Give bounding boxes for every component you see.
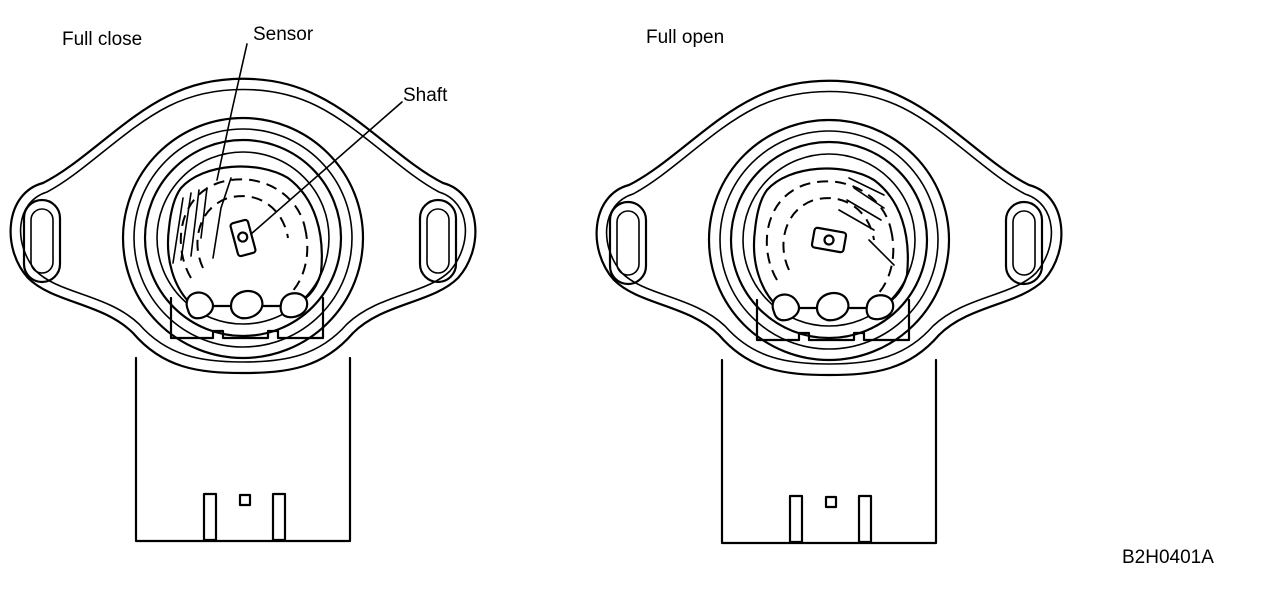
shaft-full-close [229, 218, 257, 258]
shaft-full-open [810, 226, 848, 254]
sensor-leader-line [216, 43, 248, 181]
shaft-leader-line [250, 101, 403, 235]
title-full-close: Full close [62, 29, 142, 50]
sensor-label: Sensor [253, 24, 314, 45]
figure-code: B2H0401A [1122, 547, 1214, 568]
sensor-full-close [9, 77, 477, 543]
shaft-label: Shaft [403, 85, 448, 106]
title-full-open: Full open [646, 27, 724, 48]
sensor-full-open [595, 79, 1063, 545]
